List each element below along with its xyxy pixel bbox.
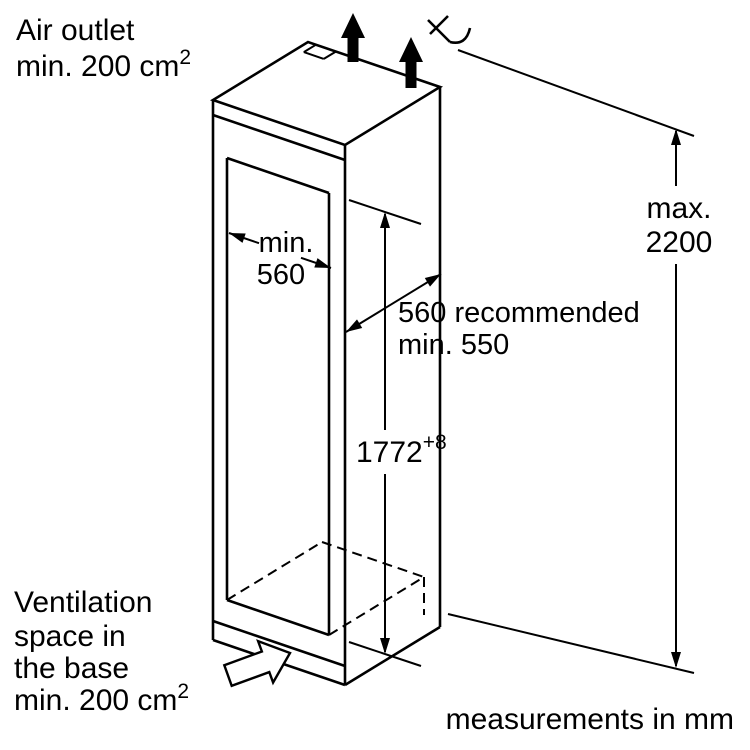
niche-structure (209, 40, 444, 687)
ventilation-label-line1: Ventilation (14, 586, 152, 619)
dim-arrowhead-back (424, 274, 441, 287)
curved-arrow-curl (449, 27, 472, 44)
dim-arrowhead-left (229, 233, 246, 243)
curved-arrow-icon (427, 15, 472, 44)
opening-top-edge (226, 156, 330, 195)
ventilation-superscript: 2 (177, 680, 189, 703)
air-outlet-superscript: 2 (179, 46, 191, 69)
dim-arrowhead-right (314, 258, 331, 268)
curved-arrow-stroke (429, 15, 449, 35)
dim-niche-height: 1772+8 (348, 199, 447, 667)
dim-arrowhead-top (380, 212, 390, 228)
air-outlet-label-text: min. 200 cm (16, 50, 179, 83)
ventilation-label-line2: space in (14, 620, 126, 653)
dim-line (345, 273, 442, 333)
extension-line-top (457, 49, 695, 137)
opening-bottom-edge (226, 598, 330, 637)
slot-edge-front (303, 51, 325, 60)
base-top-edge (212, 619, 346, 668)
dim-arrowhead-front (346, 319, 363, 332)
niche-height-tolerance: +8 (423, 431, 447, 454)
dim-arrowhead-top (671, 129, 681, 145)
inner-width-value: 560 (257, 259, 305, 291)
depth-line2: min. 550 (398, 329, 509, 361)
hidden-floor-edges (226, 541, 425, 636)
ventilation-label-text: min. 200 cm (14, 684, 177, 717)
max-height-prefix: max. (646, 192, 711, 225)
air-outlet-label-line1: Air outlet (16, 14, 135, 47)
air-outlet-slot (303, 43, 337, 60)
ventilation-label-line3: the base (14, 652, 129, 685)
inner-width-prefix: min. (259, 227, 314, 259)
dim-inner-width: min. 560 (228, 227, 332, 291)
extension-line-bottom (447, 613, 695, 674)
floor-back-edge-hidden (321, 541, 425, 578)
depth-line1: 560 recommended (398, 297, 640, 329)
dim-arrowhead-bottom (380, 638, 390, 654)
units-note: measurements in mm (446, 703, 734, 736)
max-height-value: 2200 (646, 226, 713, 259)
air-up-arrow-icon (341, 13, 365, 62)
air-outlet-label-line2: min. 200 cm2 (16, 46, 191, 83)
air-up-arrow-icon (399, 37, 423, 88)
slot-edge-left (303, 43, 317, 53)
ventilation-label-line4: min. 200 cm2 (14, 680, 189, 717)
slot-edge-right (323, 50, 337, 60)
dim-arrowhead-bottom (671, 652, 681, 668)
right-side-panel (344, 87, 442, 687)
base-vent-arrow-icon (222, 639, 292, 688)
niche-height-text: 1772+8 (356, 431, 447, 469)
airflow-arrows (341, 13, 472, 88)
corner-labels: Air outlet min. 200 cm2 Ventilation spac… (14, 14, 734, 736)
dim-max-height: max. 2200 (447, 49, 713, 674)
curved-arrow-stroke (427, 19, 451, 43)
top-panel-front-edge (212, 113, 346, 162)
niche-height-value: 1772 (356, 436, 423, 469)
floor-right-edge-hidden (328, 576, 425, 636)
floor-left-edge-hidden (226, 541, 323, 601)
dim-depth: 560 recommended min. 550 (345, 273, 640, 361)
